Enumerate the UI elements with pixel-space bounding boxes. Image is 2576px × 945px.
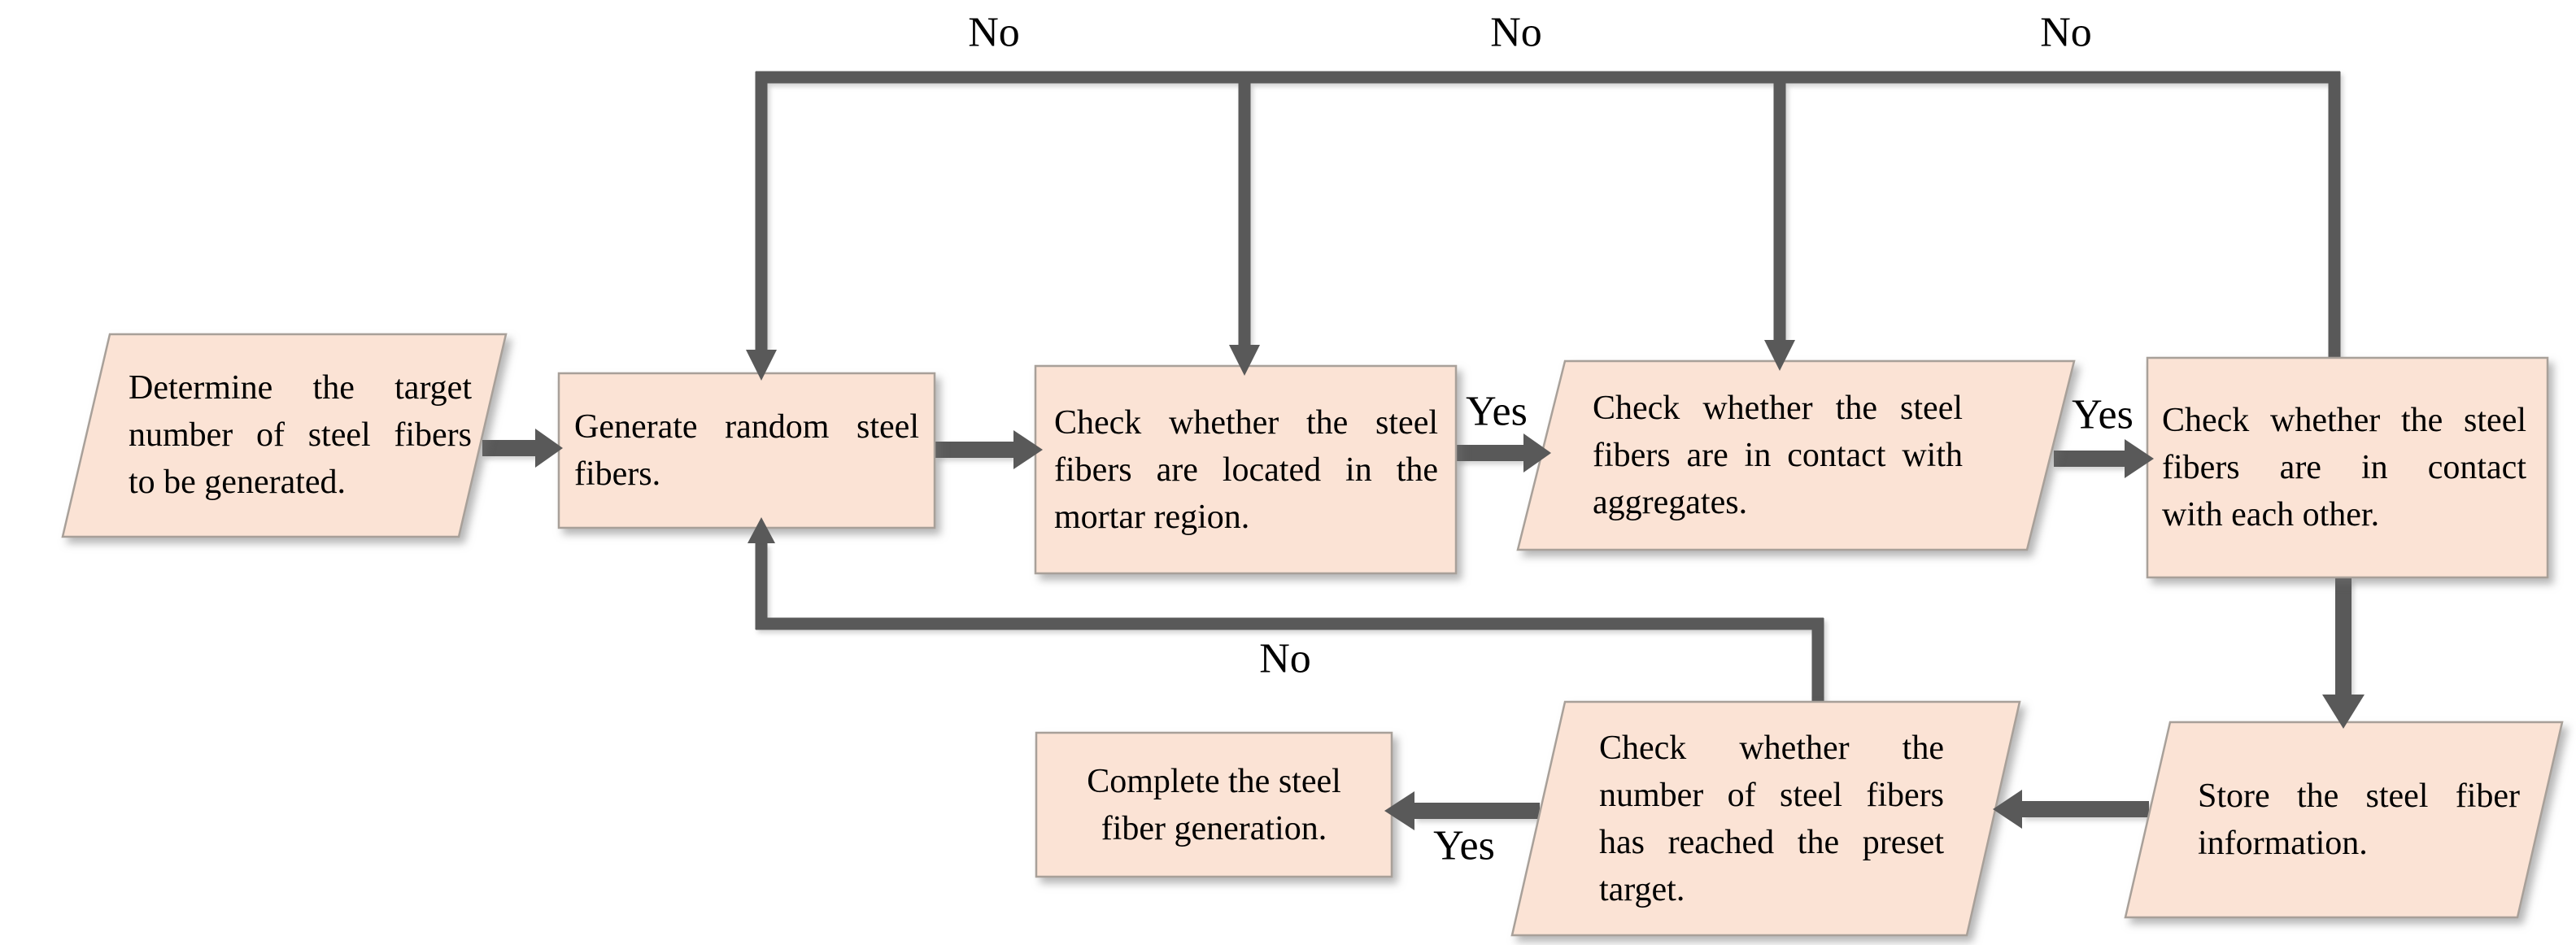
node-check-each-other: Check whether the steel fibers are in co…	[2162, 376, 2526, 560]
node-check-number-line: target.	[1599, 871, 1685, 908]
node-check-number-line: Check whether the	[1599, 729, 1944, 767]
arrowhead-into-check-aggregates-top	[1764, 340, 1795, 371]
node-check-aggregates-line: aggregates.	[1593, 484, 1748, 521]
node-generate-line: Generate random steel	[574, 408, 919, 446]
generate-shape	[557, 372, 936, 529]
node-determine-line: to be generated.	[129, 464, 347, 501]
node-check-mortar: Check whether the steel fibers are locat…	[1054, 374, 1438, 565]
node-check-mortar-line: fibers are located in the	[1054, 451, 1438, 489]
arrowhead-into-check-mortar-top	[1229, 345, 1260, 376]
node-determine-line: number of steel fibers	[129, 416, 472, 454]
label-no-top-1: No	[968, 9, 1020, 56]
arrowhead-determine-generate	[535, 429, 563, 468]
arrowhead-check-number-complete	[1384, 791, 1414, 830]
node-generate: Generate random steel fibers.	[574, 381, 919, 520]
arrowhead-into-generate-top	[746, 350, 777, 381]
label-yes-1: Yes	[1466, 388, 1528, 435]
node-check-each-other-line: Check whether the steel	[2162, 402, 2526, 439]
connector-lines	[482, 71, 2352, 819]
label-no-top-3: No	[2040, 9, 2092, 56]
node-complete: Complete the steel fiber generation.	[1054, 738, 1374, 871]
store-shape	[2124, 721, 2564, 919]
arrowhead-check-aggregates-check-each-other	[2125, 439, 2154, 478]
arrowhead-generate-check-mortar	[1013, 430, 1043, 469]
node-complete-line: fiber generation.	[1101, 809, 1327, 847]
check-each-other-shape	[2146, 356, 2549, 579]
arrow-heads	[535, 340, 2365, 830]
arrowhead-check-each-other-store	[2322, 695, 2365, 729]
node-determine: Determine the target number of steel fib…	[129, 345, 472, 525]
node-check-number-line: number of steel fibers	[1599, 777, 1944, 814]
node-check-aggregates: Check whether the steel fibers are in co…	[1593, 379, 1963, 532]
node-check-aggregates-line: Check whether the steel	[1593, 390, 1963, 427]
node-store: Store the steel fiber information.	[2198, 734, 2520, 906]
node-check-number-line: has reached the preset	[1599, 824, 1944, 861]
node-store-line: Store the steel fiber	[2198, 777, 2520, 815]
arrowhead-into-generate-bottom	[748, 517, 775, 543]
node-check-number: Check whether the number of steel fibers…	[1599, 712, 1944, 925]
node-store-line: information.	[2198, 825, 2368, 862]
arrowhead-store-check-number	[1993, 790, 2022, 829]
node-check-mortar-line: mortar region.	[1054, 498, 1250, 536]
check-aggregates-shape	[1516, 359, 2076, 551]
label-yes-3: Yes	[1433, 822, 1495, 869]
node-generate-line: fibers.	[574, 455, 661, 493]
determine-shape	[61, 333, 508, 538]
node-check-mortar-line: Check whether the steel	[1054, 403, 1438, 442]
node-check-aggregates-line: fibers are in contact with	[1593, 437, 1963, 474]
node-check-each-other-line: fibers are in contact	[2162, 449, 2526, 486]
arrowhead-check-mortar-check-aggregates	[1523, 433, 1551, 472]
label-yes-2: Yes	[2072, 391, 2134, 438]
label-no-return: No	[1259, 635, 1311, 682]
node-check-each-other-line: with each other.	[2162, 496, 2380, 533]
node-determine-line: Determine the target	[129, 369, 472, 407]
check-number-shape	[1510, 700, 2021, 937]
check-mortar-shape	[1034, 364, 1458, 575]
complete-shape	[1035, 731, 1393, 878]
node-complete-line: Complete the steel	[1087, 762, 1341, 800]
node-shapes	[61, 333, 2564, 937]
label-no-top-2: No	[1490, 9, 1542, 56]
